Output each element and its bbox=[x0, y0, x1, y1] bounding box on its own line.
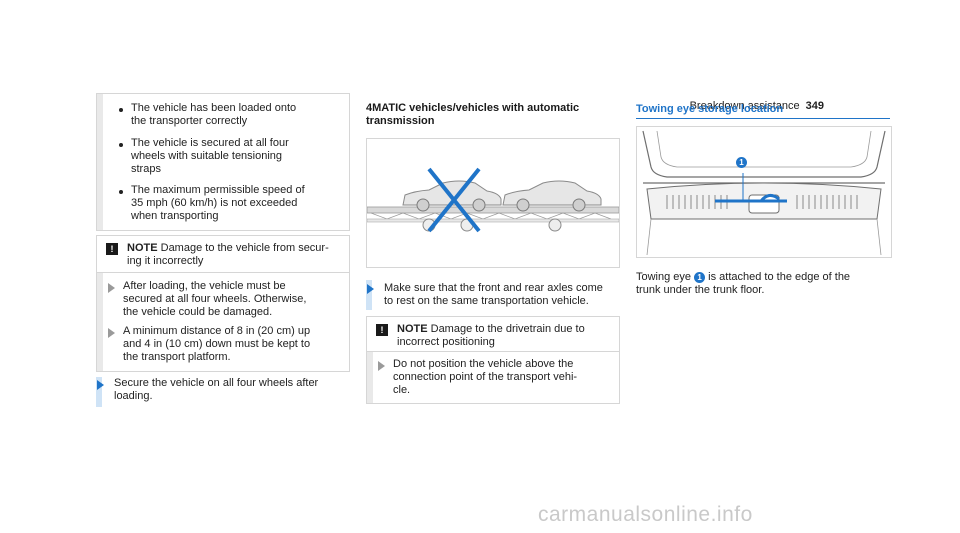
step-line: connection point of the transport vehi- bbox=[393, 371, 578, 383]
divider bbox=[367, 351, 619, 352]
condition-line: 35 mph (60 km/h) is not exceeded bbox=[131, 197, 298, 209]
bullet-icon bbox=[119, 190, 123, 194]
step-line: cle. bbox=[393, 384, 411, 396]
bullet-icon bbox=[119, 108, 123, 112]
section-heading: 4MATIC vehicles/vehicles with automatic … bbox=[366, 102, 579, 128]
trunk-floor-illustration bbox=[642, 130, 886, 256]
warning-icon: ! bbox=[376, 324, 388, 336]
heading-line: 4MATIC vehicles/vehicles with automatic bbox=[366, 102, 580, 114]
step-strip bbox=[367, 352, 373, 403]
condition-line: the transporter correctly bbox=[131, 115, 248, 127]
condition-item: The vehicle has been loaded onto the tra… bbox=[131, 102, 296, 128]
action-strip bbox=[366, 280, 372, 310]
divider bbox=[97, 272, 349, 273]
condition-item: The vehicle is secured at all four wheel… bbox=[131, 137, 289, 176]
page-header: Breakdown assistance 349 bbox=[690, 100, 824, 112]
section-title: Breakdown assistance bbox=[689, 100, 800, 112]
action-line: Make sure that the front and rear axles … bbox=[384, 282, 603, 294]
note-label: NOTE bbox=[397, 323, 428, 335]
step-arrow-icon bbox=[378, 361, 385, 371]
note-label: NOTE bbox=[127, 242, 158, 254]
conditions-strip bbox=[97, 94, 103, 230]
condition-line: straps bbox=[131, 163, 161, 175]
caption-prefix: Towing eye bbox=[636, 271, 692, 283]
action-arrow-icon bbox=[367, 284, 374, 294]
action-line: Secure the vehicle on all four wheels af… bbox=[114, 377, 319, 389]
note-box-drivetrain: ! NOTE Damage to the drivetrain due to i… bbox=[366, 316, 620, 404]
note-line: Damage to the vehicle from secur- bbox=[160, 242, 329, 254]
condition-line: when transporting bbox=[131, 210, 219, 222]
warning-icon: ! bbox=[106, 243, 118, 255]
condition-line: The vehicle has been loaded onto bbox=[131, 102, 297, 114]
trunk-illustration bbox=[636, 126, 892, 258]
caption-line: is attached to the edge of the bbox=[708, 271, 851, 283]
conditions-box: The vehicle has been loaded onto the tra… bbox=[96, 93, 350, 231]
action-item: Secure the vehicle on all four wheels af… bbox=[114, 377, 318, 403]
watermark: carmanualsonline.info bbox=[538, 503, 753, 526]
step-arrow-icon bbox=[108, 283, 115, 293]
step-line: A minimum distance of 8 in (20 cm) up bbox=[123, 325, 311, 337]
condition-line: The vehicle is secured at all four bbox=[131, 137, 289, 149]
action-strip bbox=[96, 377, 102, 407]
step-item: Do not position the vehicle above the co… bbox=[393, 358, 577, 397]
step-line: the vehicle could be damaged. bbox=[123, 306, 273, 318]
step-line: and 4 in (10 cm) down must be kept to bbox=[123, 338, 311, 350]
bullet-icon bbox=[119, 143, 123, 147]
condition-line: wheels with suitable tensioning bbox=[131, 150, 283, 162]
note-text: NOTE Damage to the drivetrain due to inc… bbox=[397, 323, 585, 349]
step-line: the transport platform. bbox=[123, 351, 231, 363]
step-strip bbox=[97, 273, 103, 371]
note-line: incorrect positioning bbox=[397, 336, 495, 348]
note-box-securing: ! NOTE Damage to the vehicle from secur-… bbox=[96, 235, 350, 372]
caption-line: trunk under the trunk floor. bbox=[636, 284, 765, 296]
note-line: Damage to the drivetrain due to bbox=[430, 323, 585, 335]
note-text: NOTE Damage to the vehicle from secur- i… bbox=[127, 242, 329, 268]
action-item: Make sure that the front and rear axles … bbox=[384, 282, 603, 308]
action-line: to rest on the same transportation vehic… bbox=[384, 295, 589, 307]
action-arrow-icon bbox=[97, 380, 104, 390]
step-line: secured at all four wheels. Otherwise, bbox=[123, 293, 307, 305]
step-line: Do not position the vehicle above the bbox=[393, 358, 574, 370]
condition-line: The maximum permissible speed of bbox=[131, 184, 305, 196]
step-item: After loading, the vehicle must be secur… bbox=[123, 280, 306, 319]
step-item: A minimum distance of 8 in (20 cm) up an… bbox=[123, 325, 310, 364]
heading-rule bbox=[636, 118, 890, 119]
callout-marker-inline: 1 bbox=[694, 271, 706, 283]
heading-line: transmission bbox=[366, 115, 435, 127]
towing-eye-heading: Towing eye storage location bbox=[636, 103, 784, 115]
note-line: ing it incorrectly bbox=[127, 255, 204, 267]
step-line: After loading, the vehicle must be bbox=[123, 280, 286, 292]
condition-item: The maximum permissible speed of 35 mph … bbox=[131, 184, 305, 223]
action-line: loading. bbox=[114, 390, 153, 402]
step-arrow-icon bbox=[108, 328, 115, 338]
transport-illustration bbox=[366, 138, 620, 268]
towing-eye-caption: Towing eye 1 is attached to the edge of … bbox=[636, 271, 850, 297]
page-number: 349 bbox=[805, 100, 824, 112]
car-transporter-illustration bbox=[366, 167, 620, 233]
callout-marker: 1 bbox=[736, 157, 747, 168]
